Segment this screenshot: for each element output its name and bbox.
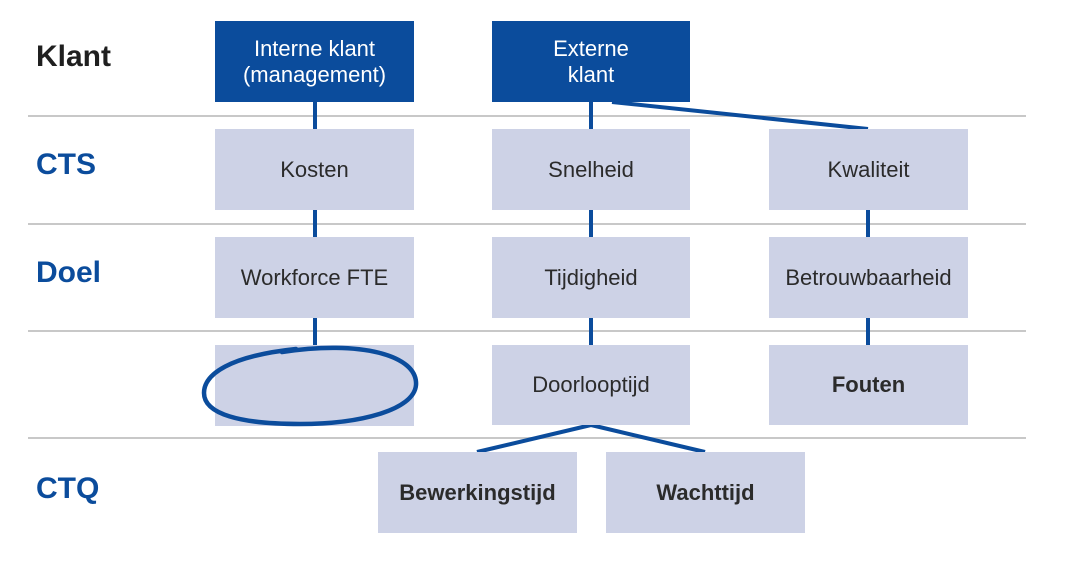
box-wachttijd-label: Wachttijd xyxy=(656,479,755,505)
box-tijdigheid-label: Tijdigheid xyxy=(544,264,638,290)
box-kwaliteit-label: Kwaliteit xyxy=(827,156,910,182)
row-label-doel: Doel xyxy=(36,256,102,289)
box-tijdigheid: Tijdigheid xyxy=(492,237,690,318)
box-doorlooptijd-label: Doorlooptijd xyxy=(532,372,650,397)
box-kosten: Kosten xyxy=(215,129,414,210)
box-wachttijd: Wachttijd xyxy=(606,452,805,533)
box-kosten-label: Kosten xyxy=(280,156,349,182)
box-bewerkingstijd-label: Bewerkingstijd xyxy=(399,479,556,505)
box-doorlooptijd: Doorlooptijd xyxy=(492,345,690,425)
box-fouten: Fouten xyxy=(769,345,968,425)
connector-line xyxy=(590,423,706,454)
box-snelheid-label: Snelheid xyxy=(548,156,634,182)
box-interne-klant: Interne klant (management) xyxy=(215,21,414,102)
box-externe-klant-label: Externe klant xyxy=(553,35,629,87)
box-bewerkingstijd: Bewerkingstijd xyxy=(378,452,577,533)
box-snelheid: Snelheid xyxy=(492,129,690,210)
box-workforce-fte-label: Workforce FTE xyxy=(240,264,389,290)
box-workforce-fte: Workforce FTE xyxy=(215,237,414,318)
connector-line xyxy=(476,423,592,454)
box-betrouwbaarheid: Betrouwbaarheid xyxy=(769,237,968,318)
box-interne-klant-label: Interne klant (management) xyxy=(242,35,387,87)
row-label-ctq: CTQ xyxy=(36,472,100,505)
box-betrouwbaarheid-label: Betrouwbaarheid xyxy=(785,264,952,290)
box-kwaliteit: Kwaliteit xyxy=(769,129,968,210)
connector-line xyxy=(611,100,869,131)
box-fouten-label: Fouten xyxy=(831,372,906,397)
row-label-cts: CTS xyxy=(36,148,96,181)
box-externe-klant: Externe klant xyxy=(492,21,690,102)
row-label-klant: Klant xyxy=(36,40,111,73)
